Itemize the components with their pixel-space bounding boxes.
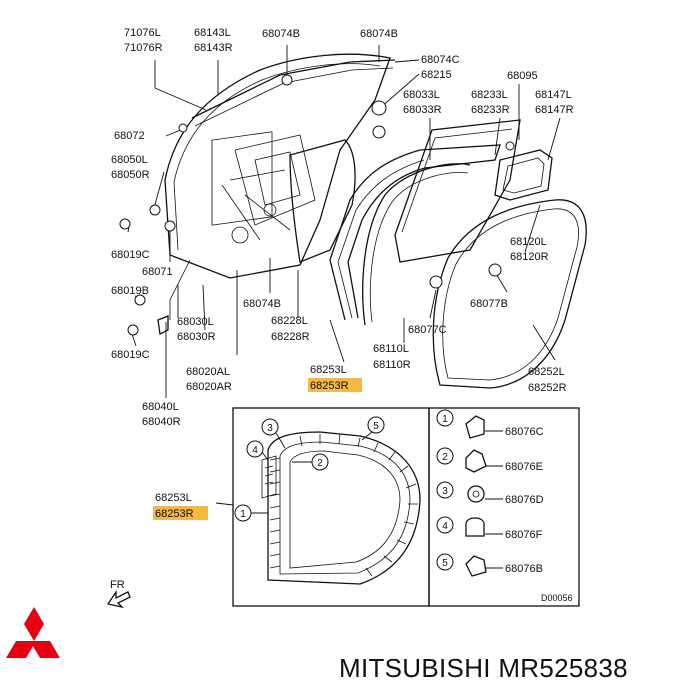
label-68020AL: 68020AL <box>186 366 230 378</box>
clip-68076C-icon <box>465 415 485 439</box>
label-68074B-mid: 68074B <box>243 298 281 310</box>
label-68252L: 68252L <box>528 366 565 378</box>
brand-caption: MITSUBISHI MR525838 <box>339 653 628 683</box>
label-68071: 68071 <box>142 266 173 278</box>
label-68033L: 68033L <box>403 89 440 101</box>
svg-text:4: 4 <box>442 521 448 532</box>
label-68072: 68072 <box>114 130 145 142</box>
bolts <box>119 74 515 336</box>
label-71076R: 71076R <box>124 42 163 54</box>
clip-68076B-icon <box>465 555 487 577</box>
svg-text:3: 3 <box>267 423 273 434</box>
label-68147L: 68147L <box>535 89 572 101</box>
mitsubishi-logo-icon <box>6 607 60 658</box>
clip-68076F-icon <box>465 517 485 537</box>
label-68253L-box: 68253L <box>155 492 192 504</box>
label-fr: FR <box>110 579 125 591</box>
front-direction-arrow <box>106 589 131 609</box>
label-68076B: 68076B <box>505 563 543 575</box>
label-68050L: 68050L <box>111 154 148 166</box>
label-68020AR: 68020AR <box>186 381 232 393</box>
label-68143L: 68143L <box>194 27 231 39</box>
callout-2: 2 <box>311 453 329 471</box>
door-assembly-drawing <box>119 53 587 389</box>
part-labels: 71076L 71076R 68143L 68143R 68074B 68074… <box>110 27 574 603</box>
callout-5: 5 <box>367 416 385 434</box>
svg-text:5: 5 <box>373 421 379 432</box>
clip-key-2: 2 <box>436 447 487 473</box>
svg-text:1: 1 <box>240 509 246 520</box>
label-68050R: 68050R <box>111 169 150 181</box>
detail-box-right <box>428 407 580 607</box>
opening-weatherstrip <box>362 163 471 326</box>
label-68233L: 68233L <box>471 89 508 101</box>
weatherstrip-profile-outer <box>267 431 421 585</box>
label-68033R: 68033R <box>403 104 442 116</box>
glass-run-channel <box>329 144 501 321</box>
label-68040R: 68040R <box>142 416 181 428</box>
label-68110L: 68110L <box>373 343 409 355</box>
label-68077C: 68077C <box>408 324 447 336</box>
svg-text:5: 5 <box>442 558 448 569</box>
label-68147R: 68147R <box>535 104 574 116</box>
label-71076L: 71076L <box>124 27 161 39</box>
svg-text:2: 2 <box>442 452 448 463</box>
label-68095: 68095 <box>507 70 538 82</box>
label-68030L: 68030L <box>177 316 214 328</box>
label-68074C: 68074C <box>421 54 460 66</box>
label-68019C-b: 68019C <box>111 349 150 361</box>
label-68076E: 68076E <box>505 461 543 473</box>
clip-key-4: 4 <box>436 516 485 537</box>
label-68077B: 68077B <box>470 298 508 310</box>
clip-key-5: 5 <box>436 553 487 577</box>
quarter-window-frame <box>494 149 553 201</box>
label-68252R: 68252R <box>528 382 567 394</box>
label-68120L: 68120L <box>510 236 547 248</box>
callout-3: 3 <box>261 418 279 436</box>
logo-diamonds <box>6 607 60 658</box>
label-68253L-mid: 68253L <box>310 364 347 376</box>
detail-box: 1 2 3 4 5 1 2 3 4 5 <box>232 407 580 607</box>
label-68253R-box: 68253R <box>155 508 194 520</box>
callout-4: 4 <box>246 440 264 458</box>
clip-key-1: 1 <box>436 409 485 439</box>
label-68215: 68215 <box>421 69 452 81</box>
label-68253R-mid: 68253R <box>310 380 349 392</box>
inner-trim-panel <box>289 139 356 263</box>
label-68074B-top2: 68074B <box>360 28 398 40</box>
label-68076F: 68076F <box>505 529 543 541</box>
label-68076D: 68076D <box>505 494 544 506</box>
label-68074B-top: 68074B <box>262 28 300 40</box>
door-weatherstrip <box>432 199 587 389</box>
leader-lines <box>127 45 561 569</box>
svg-text:4: 4 <box>252 445 258 456</box>
label-drawing-code: D00056 <box>541 593 573 603</box>
belt-molding <box>191 59 396 119</box>
svg-text:1: 1 <box>442 414 448 425</box>
label-68040L: 68040L <box>142 401 179 413</box>
label-68030R: 68030R <box>177 331 216 343</box>
label-68228L: 68228L <box>271 315 308 327</box>
label-68120R: 68120R <box>510 251 549 263</box>
svg-text:3: 3 <box>442 486 448 497</box>
clip-key-3: 3 <box>436 481 485 503</box>
label-68110R: 68110R <box>373 359 411 371</box>
highlight-68253R-mid <box>308 378 362 392</box>
clip-key: 1 2 3 4 5 <box>436 409 487 577</box>
door-outer-frame <box>164 53 391 279</box>
label-68019C-a: 68019C <box>111 249 150 261</box>
clip-68076D-icon <box>467 485 485 503</box>
label-68143R: 68143R <box>194 42 233 54</box>
callout-1: 1 <box>234 504 252 522</box>
svg-text:2: 2 <box>317 458 323 469</box>
highlight-68253R-box <box>153 506 208 520</box>
door-glass <box>394 119 521 263</box>
label-68076C: 68076C <box>505 426 544 438</box>
clip-68076E-icon <box>465 449 487 473</box>
label-68233R: 68233R <box>471 104 510 116</box>
label-68019B: 68019B <box>111 285 149 297</box>
label-68228R: 68228R <box>271 331 310 343</box>
